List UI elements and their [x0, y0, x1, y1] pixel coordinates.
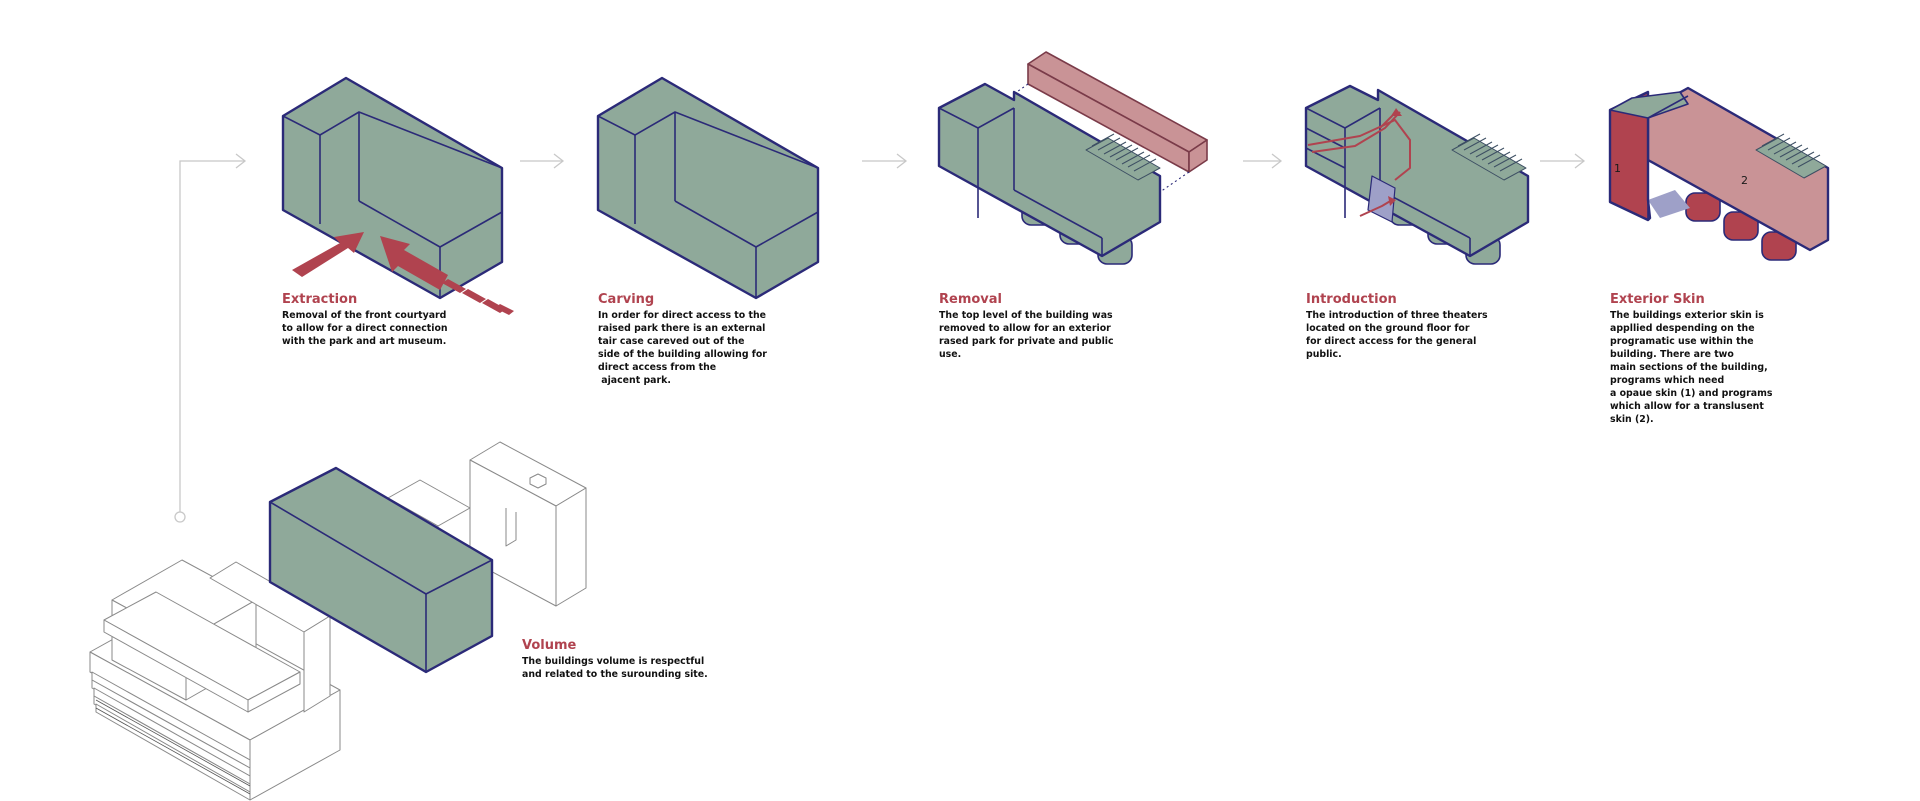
step-description-line: with the park and art museum.: [282, 336, 447, 347]
rooftop-unit: [529, 473, 547, 489]
extraction-massing: [281, 76, 504, 300]
step-description-line: Removal of the front courtyard: [282, 310, 447, 321]
step-description-line: The introduction of three theaters: [1306, 310, 1488, 321]
step-description: The introduction of three theaters locat…: [1306, 309, 1488, 361]
step-title: Removal: [939, 292, 1003, 307]
step-extraction: Extraction Removal of the front courtyar…: [282, 292, 452, 348]
step-description-line: raised park there is an external: [598, 323, 766, 334]
museum-context: [89, 559, 341, 801]
step-description-line: direct access from the: [598, 362, 717, 373]
introduction-massing: [1304, 84, 1530, 265]
entry-arrow-icon: [1388, 196, 1396, 206]
volume-block: [268, 466, 494, 674]
step-description-line: In order for direct access to the: [598, 310, 766, 321]
carving-volume: [596, 76, 820, 300]
step-title: Exterior Skin: [1610, 292, 1705, 307]
introduction-volume: [1304, 84, 1530, 258]
skin-pods: [1685, 192, 1797, 261]
step-description-line: removed to allow for an exterior: [939, 323, 1111, 334]
step-description: Removal of the front courtyard to allow …: [282, 309, 452, 348]
step-description: The buildings volume is respectful and r…: [522, 655, 708, 681]
step-description-line: public.: [1306, 349, 1342, 360]
step-description-line: appllied despending on the: [1610, 323, 1755, 334]
translucent-glass: [1648, 190, 1690, 218]
step-title: Extraction: [282, 292, 358, 307]
skin-label-opaque: 1: [1614, 162, 1621, 175]
step-description-line: The top level of the building was: [939, 310, 1113, 321]
entry-arrow-icon: [380, 236, 448, 290]
circulation-core: [1367, 175, 1396, 223]
step-volume: Volume The buildings volume is respectfu…: [522, 638, 708, 681]
step-title: Volume: [522, 638, 577, 653]
step-introduction: Introduction The introduction of three t…: [1306, 292, 1488, 361]
step-description: The top level of the building was remove…: [939, 309, 1114, 361]
arrow-right-icon: [1574, 153, 1586, 169]
step-description-line: skin (2).: [1610, 414, 1654, 425]
step-description-line: rased park for private and public: [939, 336, 1114, 347]
step-description-line: located on the ground floor for: [1306, 323, 1470, 334]
exterior-skin-massing: 1 2: [1608, 86, 1830, 261]
removal-volume: [937, 82, 1162, 258]
arrow-right-icon: [896, 153, 908, 169]
step-description-line: The buildings volume is respectful: [522, 656, 705, 667]
flow-node-icon: [174, 511, 186, 523]
flow-connectors: [174, 153, 1586, 523]
step-removal: Removal The top level of the building wa…: [939, 292, 1114, 361]
step-description-line: use.: [939, 349, 962, 360]
step-description-line: programs which need: [1610, 375, 1725, 386]
site-context: [89, 441, 587, 801]
volume-massing: [268, 466, 494, 674]
step-description-line: which allow for a translusent: [1610, 401, 1764, 412]
step-exterior-skin: Exterior Skin The buildings exterior ski…: [1610, 292, 1780, 426]
arrow-right-icon: [235, 153, 247, 169]
step-description-line: to allow for a direct connection: [282, 323, 448, 334]
step-description-line: tair case careved out of the: [598, 336, 745, 347]
dash-segment: [462, 289, 486, 303]
stair-icon: [1755, 133, 1827, 179]
step-description-line: ajacent park.: [598, 375, 671, 386]
entry-arrow-icon: [292, 232, 364, 277]
dash-segment: [495, 304, 514, 315]
step-description-line: main sections of the building,: [1610, 362, 1768, 373]
step-title: Introduction: [1306, 292, 1397, 307]
step-description-line: programatic use within the: [1610, 336, 1754, 347]
step-title: Carving: [598, 292, 655, 307]
step-description-line: a opaue skin (1) and programs: [1610, 388, 1773, 399]
step-description-line: building. There are two: [1610, 349, 1734, 360]
flow-line-volume-to-extraction: [179, 160, 244, 517]
step-description-line: side of the building allowing for: [598, 349, 767, 360]
removal-massing: [937, 51, 1208, 265]
skin-label-translucent: 2: [1741, 174, 1748, 187]
arrow-right-icon: [1271, 153, 1283, 169]
step-carving: Carving In order for direct access to th…: [598, 292, 768, 387]
museum-stripes: [95, 699, 251, 795]
stair-icon: [1451, 133, 1527, 181]
step-description-line: and related to the surounding site.: [522, 669, 708, 680]
carving-massing: [596, 76, 820, 300]
step-description: In order for direct access to the raised…: [598, 309, 768, 387]
entry-arrow-icon: [1392, 108, 1402, 116]
step-description-line: The buildings exterior skin is: [1610, 310, 1764, 321]
stair-icon: [1085, 133, 1161, 181]
step-description-line: for direct access for the general: [1306, 336, 1477, 347]
courtyard-extraction-arrows: [292, 232, 514, 315]
step-description: The buildings exterior skin is appllied …: [1610, 309, 1780, 426]
arrow-right-icon: [553, 153, 565, 169]
dash-segment: [442, 279, 466, 293]
opaque-skin: [1608, 90, 1652, 222]
